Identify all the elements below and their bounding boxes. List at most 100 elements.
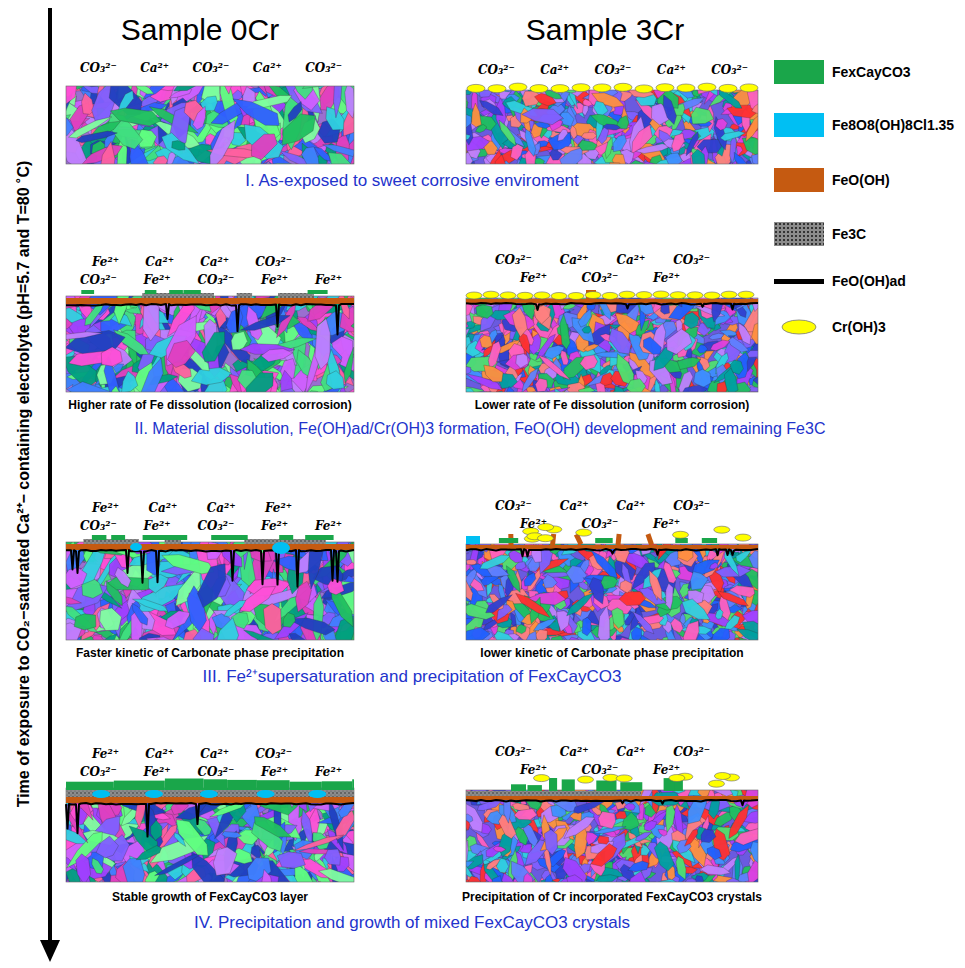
corrosion-layers [466,290,758,310]
grain [174,86,210,91]
croh3-particle [509,83,527,91]
fe3c-segment [237,293,252,298]
grain [226,309,243,334]
croh3-particle [698,83,716,91]
grain [582,326,592,333]
carbonate-crystal [183,290,200,294]
grain [746,112,758,141]
grain [584,344,599,351]
grain [511,144,524,160]
carbonate-crystal [145,290,157,294]
grain [221,161,241,164]
croh3-particle [687,292,703,299]
grain [210,120,235,164]
grain [480,335,493,348]
grain [111,386,119,392]
grain [328,153,354,164]
grain [644,337,662,354]
croh3-particle [488,85,506,93]
grain [581,132,597,139]
grain [251,134,277,160]
grain [224,86,232,94]
grain [630,160,651,164]
grain [539,355,571,380]
grain [522,109,563,125]
grain [79,145,122,164]
grain [710,340,730,351]
grain [466,114,471,127]
croh3-particle [551,293,567,300]
grain [560,148,583,164]
grain [466,134,471,144]
grain [535,378,547,392]
legend-ellipse-sample [782,320,816,334]
grain [697,90,719,94]
grain [476,305,493,319]
grain [66,332,102,340]
croh3-particle [517,292,533,299]
croh3-particle [602,292,618,299]
grain [162,133,200,164]
croh3-particle [500,292,516,299]
grain [101,347,122,366]
grain [202,332,225,362]
grain [172,141,185,151]
grain [240,315,290,330]
corrosion-layers [66,290,354,334]
grain [580,355,598,370]
grain [717,382,727,392]
grain [261,349,293,362]
grain [666,153,683,164]
grain [752,154,758,164]
grain [244,124,283,158]
grain [66,86,79,105]
grain [110,108,161,126]
grain [615,386,628,392]
croh3-particle [593,84,611,92]
croh3-particle [740,84,758,92]
grain [719,90,742,108]
croh3-particle [636,292,652,299]
microstructure-map [66,542,354,640]
grain [626,379,645,392]
grain [302,147,320,164]
grain [191,368,232,385]
grain [472,103,482,127]
grain [694,369,712,388]
croh3-particle [534,292,550,299]
grain [288,101,302,122]
feooh-band [66,298,354,304]
carbonate-crystal [169,290,183,294]
grain [466,388,475,392]
grain [303,86,355,89]
grain [121,371,137,392]
grain [246,373,273,392]
grain [697,345,708,354]
grain [153,156,168,164]
grain [193,106,206,129]
croh3-particle [619,291,635,298]
grain [632,125,653,154]
grain [522,368,539,392]
croh3-particle [738,291,754,298]
croh3-particle [719,84,737,92]
grain [692,149,706,164]
croh3-particle [653,291,669,298]
microstructure-map [466,298,758,392]
grain [466,152,473,164]
time-arrow-shaft [48,8,52,944]
grain [536,334,556,360]
grain [734,152,752,164]
croh3-particle [721,291,737,298]
grain [67,382,126,392]
grain [344,347,354,383]
grain [66,310,76,337]
croh3-particle [568,293,584,300]
grain [282,389,297,392]
croh3-particle [704,292,720,299]
grain [69,117,112,138]
grain [484,365,503,382]
microstructure-frame [66,296,354,392]
croh3-particle [635,85,653,93]
